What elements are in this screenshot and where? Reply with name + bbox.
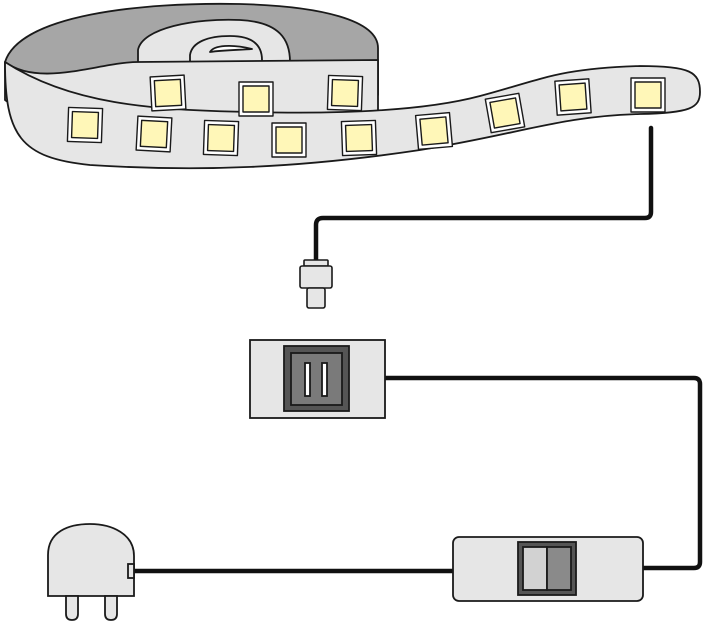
socket-face: [290, 352, 343, 406]
led-strip: [4, 2, 701, 170]
led-chip: [275, 126, 303, 154]
cables: [125, 125, 703, 574]
led-chip: [489, 97, 521, 129]
connector-pin-housing: [306, 287, 326, 309]
connector-body: [299, 265, 333, 289]
led-chip: [558, 82, 588, 112]
connector-collar: [303, 259, 329, 267]
led-strip-front-band: [4, 61, 701, 170]
plug-prong-right: [104, 595, 118, 621]
led-chip: [344, 123, 374, 153]
wall-plug: [47, 523, 135, 621]
led-chip-group: [66, 74, 666, 158]
led-chip: [634, 81, 662, 109]
plug-strain-relief: [127, 563, 135, 579]
switch-rocker-right: [546, 546, 572, 591]
led-chip: [206, 123, 236, 153]
adapter-to-switch-cable: [383, 375, 703, 571]
led-strip-coil-curl: [209, 45, 253, 53]
led-chip: [153, 78, 183, 108]
socket-slot-right: [321, 362, 328, 397]
plug-body: [47, 523, 135, 597]
inline-switch: [452, 536, 644, 602]
strip-connector: [299, 259, 333, 309]
plug-prong-left: [65, 595, 79, 621]
power-adapter: [249, 339, 386, 419]
led-chip: [242, 85, 270, 113]
strip-to-connector-cable: [313, 125, 654, 265]
led-chip: [419, 116, 449, 146]
led-chip: [70, 110, 100, 140]
socket-slot-left: [304, 362, 311, 397]
led-chip: [139, 119, 169, 149]
led-chip: [330, 78, 360, 108]
switch-rocker-left: [522, 546, 548, 591]
